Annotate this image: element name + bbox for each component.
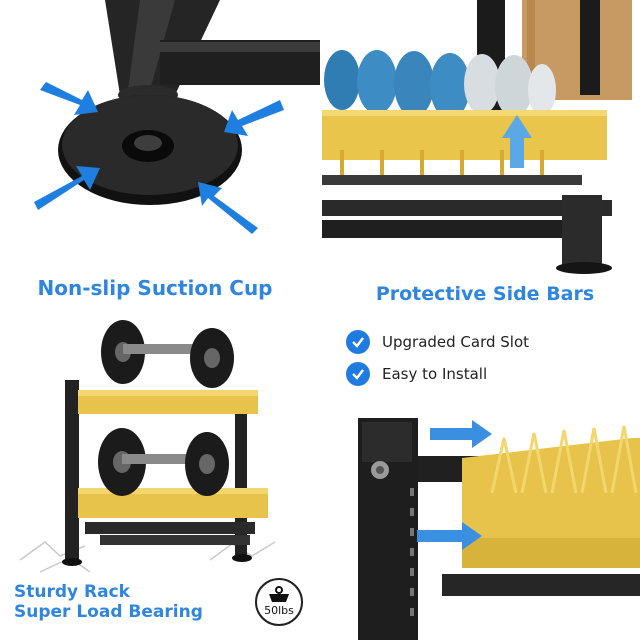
feature-text: Upgraded Card Slot (382, 333, 530, 351)
feature-card-slot: Upgraded Card Slot (346, 330, 529, 354)
suction-cup-illustration (34, 0, 320, 234)
rack-dumbbell-illustration (19, 320, 276, 573)
check-circle-icon (346, 330, 370, 354)
load-bearing-caption: Sturdy Rack Super Load Bearing (14, 582, 203, 622)
check-circle-icon (346, 362, 370, 386)
side-bars-panel (322, 0, 640, 280)
rack-load-panel (0, 310, 320, 580)
side-bars-label: Protective Side Bars (375, 283, 595, 305)
weight-icon (269, 586, 289, 602)
card-slot-panel (322, 398, 640, 640)
caption-line-2: Super Load Bearing (14, 602, 203, 622)
caption-line-1: Sturdy Rack (14, 582, 130, 602)
weight-badge: 50lbs (255, 578, 303, 626)
feature-easy-install: Easy to Install (346, 362, 487, 386)
side-bars-illustration (322, 0, 632, 274)
weight-text: 50lbs (264, 604, 294, 617)
feature-text: Easy to Install (382, 365, 488, 383)
suction-cup-label: Non-slip Suction Cup (37, 276, 273, 300)
suction-cup-panel (0, 0, 320, 265)
card-slot-illustration (358, 418, 640, 640)
